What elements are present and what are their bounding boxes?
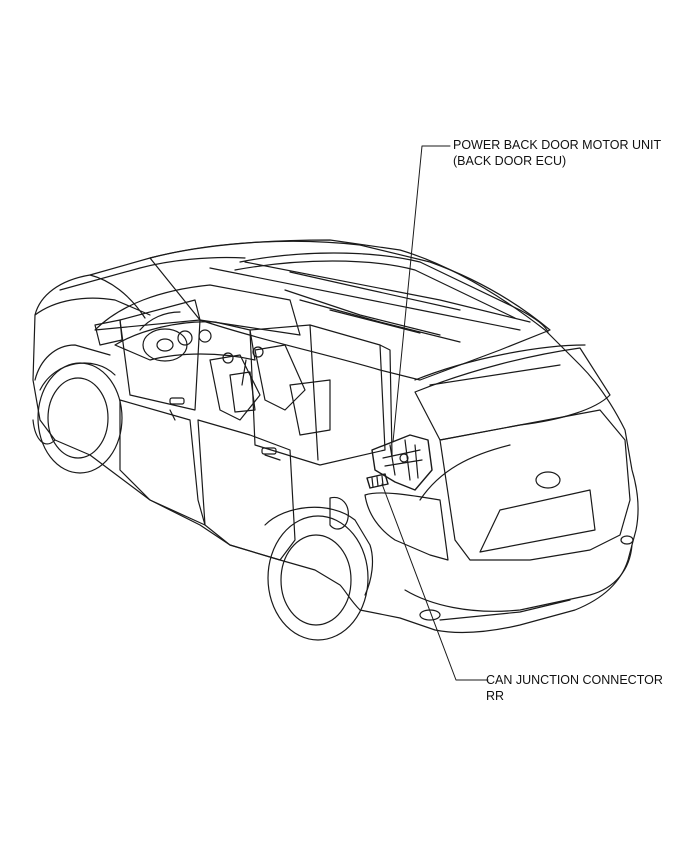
front-seat: [209, 354, 261, 421]
power-back-door-motor-unit: [371, 434, 433, 491]
motor-unit-label-line1: POWER BACK DOOR MOTOR UNIT: [453, 138, 662, 152]
leader-line-motor-unit: [392, 145, 451, 443]
motor-unit-label-line2: (BACK DOOR ECU): [453, 154, 567, 168]
roof-rail-left: [239, 252, 549, 333]
steering-wheel: [142, 328, 188, 362]
can-connector-label-line1: CAN JUNCTION CONNECTOR: [486, 673, 663, 687]
side-mirror: [94, 319, 123, 346]
hood: [34, 274, 151, 319]
back-door: [439, 409, 631, 561]
roof-rail-right: [234, 260, 516, 319]
license-plate-recess: [479, 489, 596, 553]
dashboard: [114, 321, 256, 361]
can-connector-label-line2: RR: [486, 689, 505, 703]
rear-emblem: [535, 471, 561, 489]
can-junction-connector: [366, 473, 389, 489]
can-connector-callout: CAN JUNCTION CONNECTOR RR: [486, 672, 663, 704]
tail-light: [364, 492, 449, 561]
motor-unit-callout: POWER BACK DOOR MOTOR UNIT (BACK DOOR EC…: [453, 137, 661, 169]
rear-window: [414, 347, 611, 441]
rear-wheel: [267, 515, 369, 641]
leader-line-can-connector: [381, 483, 489, 681]
fuel-door: [329, 496, 349, 530]
roof: [149, 240, 551, 381]
rear-door: [197, 419, 296, 561]
side-window-front: [119, 299, 201, 411]
front-wheel: [37, 362, 123, 474]
front-door: [119, 399, 206, 526]
rear-bumper: [404, 544, 633, 612]
vehicle-body-outline: [32, 239, 639, 634]
rear-seat: [289, 379, 331, 436]
windshield: [94, 284, 301, 336]
